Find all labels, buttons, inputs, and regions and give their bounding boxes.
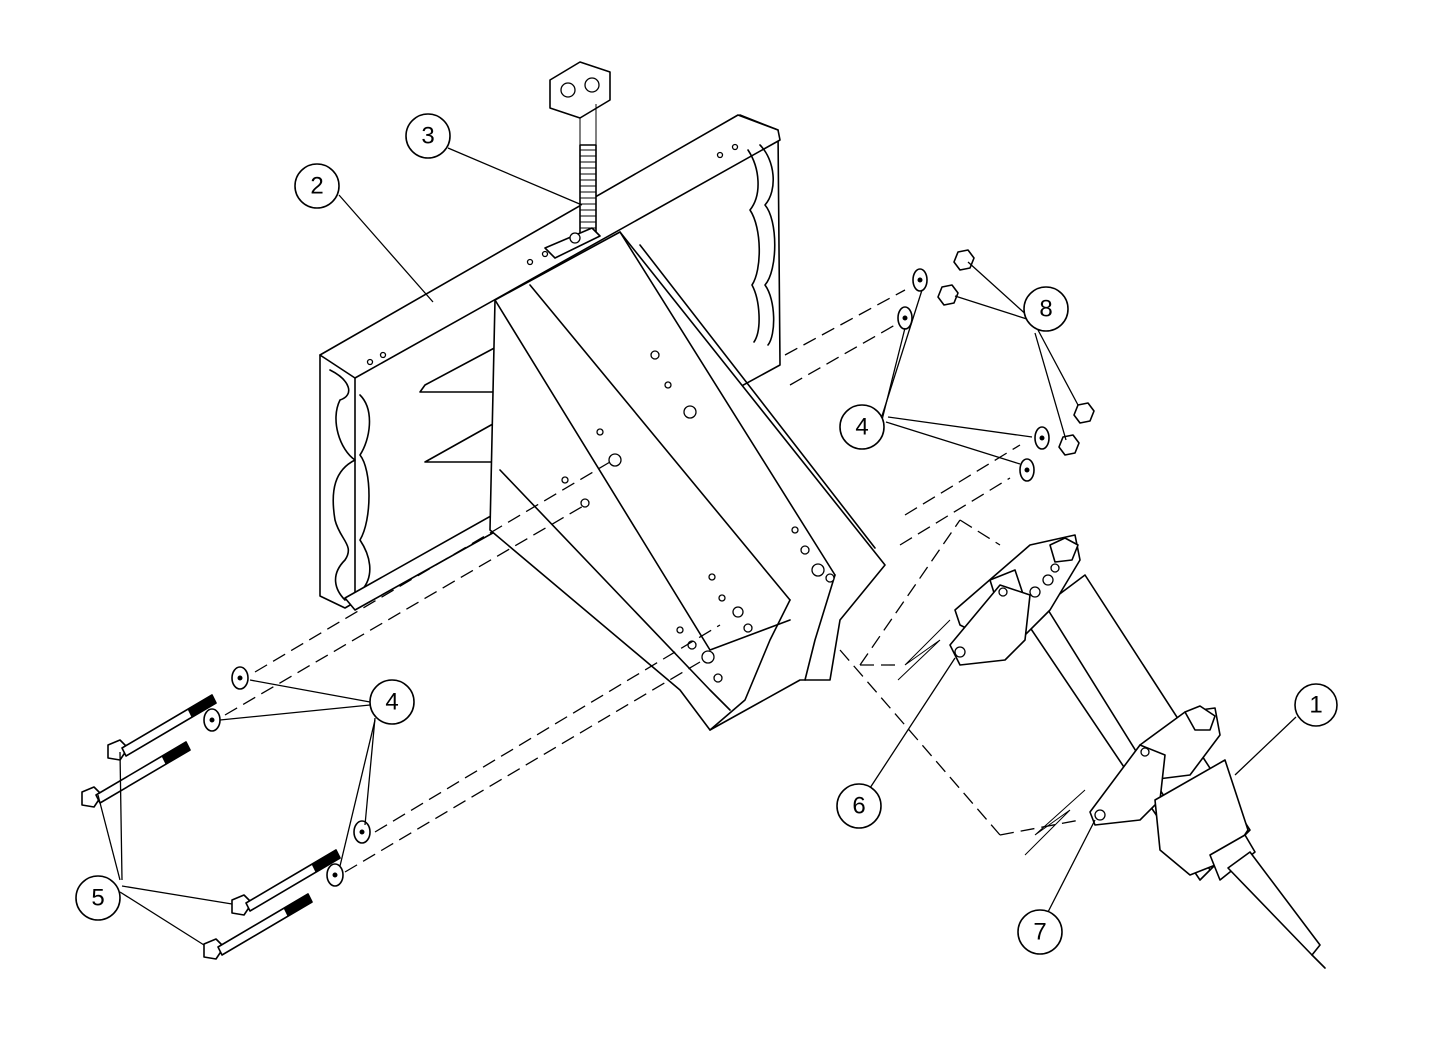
leader-lines [97, 147, 1297, 946]
callout-4-upper-label: 4 [855, 414, 868, 441]
callout-8-label: 8 [1039, 296, 1052, 323]
callout-7-label: 7 [1033, 919, 1046, 946]
mounting-arm [489, 231, 886, 731]
callout-6: 6 [836, 783, 882, 829]
callout-5: 5 [75, 875, 121, 921]
callout-1: 1 [1294, 683, 1338, 727]
callout-2-label: 2 [310, 173, 323, 200]
callout-4-upper: 4 [839, 404, 885, 450]
callout-3-label: 3 [421, 123, 434, 150]
callout-4-lower-label: 4 [385, 689, 398, 716]
callout-7: 7 [1017, 909, 1063, 955]
hose-clamp-spring [544, 61, 611, 259]
callout-5-label: 5 [91, 885, 104, 912]
callout-8: 8 [1023, 286, 1069, 332]
upper-hardware [897, 249, 1095, 482]
callout-4-lower: 4 [369, 679, 415, 725]
callout-6-label: 6 [852, 793, 865, 820]
assembly-lines [224, 289, 1086, 873]
bolts-and-washers [81, 666, 371, 960]
callout-2: 2 [294, 163, 340, 209]
callout-1-label: 1 [1309, 692, 1322, 719]
callout-3: 3 [405, 113, 451, 159]
hydraulic-breaker [949, 534, 1326, 969]
